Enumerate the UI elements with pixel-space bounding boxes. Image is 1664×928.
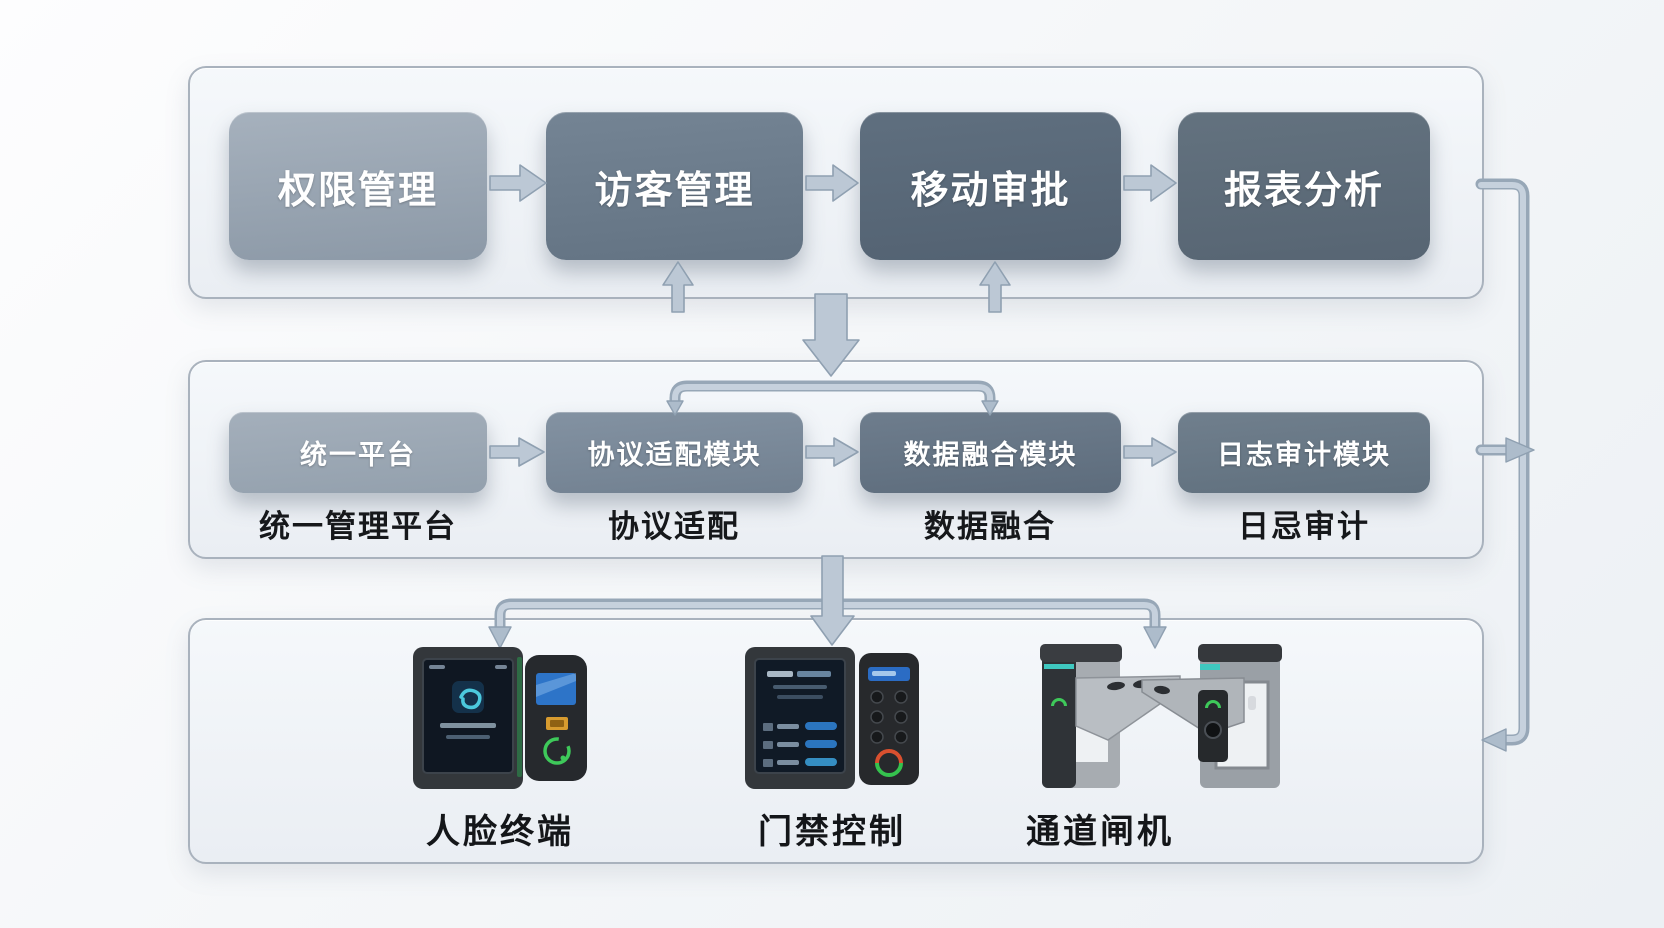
node-label: 移动审批 bbox=[910, 169, 1071, 212]
access-controller-graphic bbox=[745, 647, 919, 789]
arrow-left-tip-icon bbox=[1481, 728, 1507, 752]
pedestal-front-panel bbox=[1042, 652, 1076, 788]
side-button bbox=[1248, 696, 1256, 710]
access-controller-illustration bbox=[737, 645, 927, 800]
node-label: 访客管理 bbox=[594, 169, 755, 212]
turnstile-left-unit bbox=[1040, 644, 1181, 788]
green-arch-icon bbox=[1051, 698, 1067, 706]
tablet-screen bbox=[423, 659, 513, 773]
screen-list-rows bbox=[763, 722, 837, 767]
pedestal-top-cap bbox=[1198, 644, 1282, 662]
caption-unified-management-platform: 统一管理平台 bbox=[259, 509, 457, 544]
label-turnstile-gate: 通道闸机 bbox=[1026, 813, 1174, 851]
camera-lens-icon bbox=[1204, 721, 1222, 739]
node-permission-management: 权限管理 bbox=[229, 112, 487, 260]
keypad-body bbox=[859, 653, 919, 785]
tablet-edge-strip bbox=[517, 657, 522, 777]
node-label: 数据融合模块 bbox=[903, 440, 1078, 470]
right-elbow-connector bbox=[1475, 178, 1530, 746]
face-terminal-graphic bbox=[413, 647, 587, 789]
teal-led-strip bbox=[1044, 664, 1074, 669]
node-protocol-adapter-module: 协议适配模块 bbox=[546, 412, 803, 493]
node-report-analysis: 报表分析 bbox=[1178, 112, 1430, 260]
node-data-fusion-module: 数据融合模块 bbox=[860, 412, 1121, 493]
node-label: 协议适配模块 bbox=[587, 440, 762, 470]
keypad-buttons bbox=[870, 690, 908, 744]
label-face-terminal: 人脸终端 bbox=[426, 813, 574, 851]
turnstile-right-unit bbox=[1141, 644, 1282, 788]
caption-protocol-adaptation: 协议适配 bbox=[608, 509, 740, 544]
turnstile-gate-graphic bbox=[1040, 644, 1282, 788]
arrow-right-tip-icon bbox=[1505, 437, 1535, 463]
node-label: 统一平台 bbox=[300, 440, 416, 470]
caption-data-fusion: 数据融合 bbox=[924, 509, 1056, 544]
swirl-logo-icon bbox=[459, 688, 482, 710]
node-unified-platform: 统一平台 bbox=[229, 412, 487, 493]
node-visitor-management: 访客管理 bbox=[546, 112, 803, 260]
right-elbow-highlight bbox=[1478, 182, 1526, 742]
turnstile-gate-illustration bbox=[1030, 630, 1290, 800]
green-arch-icon bbox=[1205, 700, 1221, 708]
pedestal-top-cap bbox=[1040, 644, 1122, 662]
label-access-controller: 门禁控制 bbox=[758, 813, 906, 851]
red-green-ring-icon bbox=[875, 749, 903, 777]
node-label: 日志审计模块 bbox=[1217, 440, 1391, 470]
node-label: 权限管理 bbox=[277, 169, 438, 212]
node-label: 报表分析 bbox=[1223, 169, 1384, 212]
face-terminal-illustration bbox=[405, 645, 595, 800]
node-mobile-approval: 移动审批 bbox=[860, 112, 1121, 260]
green-ring-icon bbox=[543, 737, 571, 765]
caption-log-audit: 日忌审计 bbox=[1238, 509, 1370, 544]
teal-led-strip bbox=[1200, 664, 1220, 670]
node-log-audit-module: 日志审计模块 bbox=[1178, 412, 1430, 493]
